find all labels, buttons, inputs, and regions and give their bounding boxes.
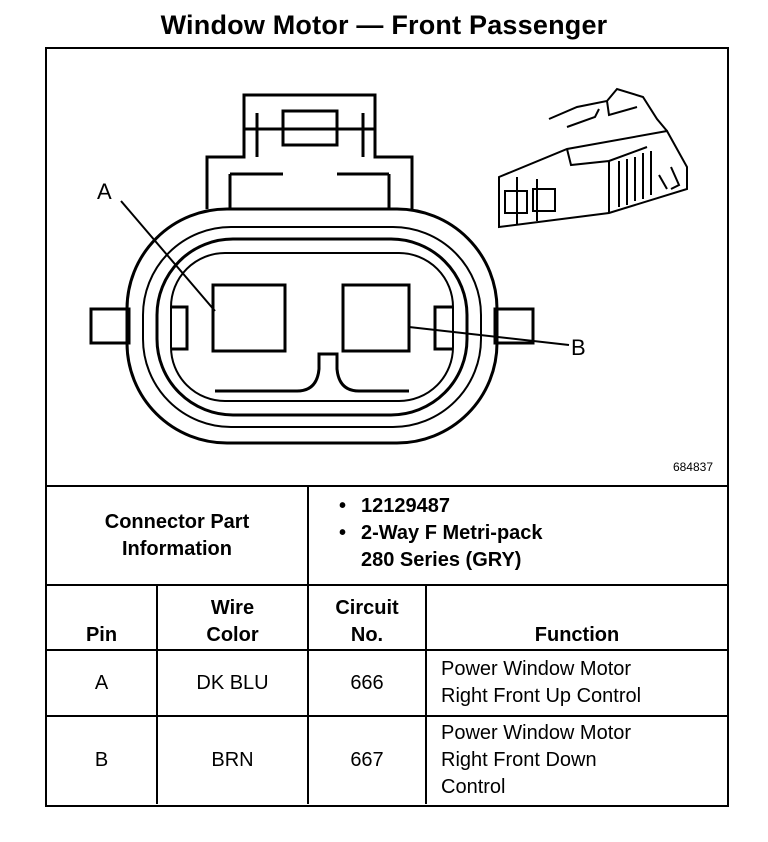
reference-number: 684837 bbox=[672, 460, 713, 474]
latch-lines bbox=[230, 113, 389, 176]
terminal-cavity-a bbox=[211, 283, 287, 353]
function-cell: Power Window Motor Right Front Down Cont… bbox=[425, 715, 727, 804]
header-wire-color: Wire Color bbox=[156, 584, 309, 651]
diagram-title: Window Motor — Front Passenger bbox=[160, 10, 608, 40]
table-header-row: Pin Wire Color Circuit No. Function bbox=[47, 584, 727, 651]
table-row: B BRN 667 Power Window Motor Right Front… bbox=[47, 715, 727, 804]
pin-cell: B bbox=[47, 715, 158, 804]
connector-part-info-row: Connector Part Information 12129487 2-Wa… bbox=[47, 485, 727, 586]
header-function: Function bbox=[425, 584, 727, 651]
connector-description-line1: 2-Way F Metri-pack bbox=[339, 520, 727, 547]
connector-cavity-wall bbox=[170, 252, 454, 402]
header-pin: Pin bbox=[47, 584, 158, 651]
terminal-cavity-b bbox=[341, 283, 411, 353]
circuit-cell: 667 bbox=[307, 715, 427, 804]
connector-part-info-values: 12129487 2-Way F Metri-pack 280 Series (… bbox=[307, 485, 727, 586]
connector-frame: A B 684837 Connector Part Information 12… bbox=[45, 47, 729, 807]
connector-part-info-label-line1: Connector Part bbox=[104, 510, 250, 533]
connector-inner-ring bbox=[155, 237, 469, 417]
table-row: A DK BLU 666 Power Window Motor Right Fr… bbox=[47, 649, 727, 717]
callout-a-leader bbox=[120, 200, 216, 312]
function-line: Control bbox=[441, 776, 506, 798]
connector-outer-shell bbox=[125, 207, 499, 445]
latch-housing bbox=[205, 93, 414, 209]
cavity-lock-right bbox=[433, 305, 453, 351]
left-ear bbox=[89, 307, 131, 345]
function-cell: Power Window Motor Right Front Up Contro… bbox=[425, 649, 727, 717]
cavity-lock-left bbox=[171, 305, 189, 351]
header-circuit-line2: No. bbox=[350, 624, 384, 646]
function-line: Right Front Down bbox=[441, 749, 597, 771]
right-ear bbox=[493, 307, 535, 345]
connector-face-diagram: A B 684837 bbox=[47, 49, 727, 485]
latch-tab bbox=[281, 109, 339, 147]
wire-color-cell: DK BLU bbox=[156, 649, 309, 717]
connector-part-info-label: Connector Part Information bbox=[47, 485, 309, 586]
header-wire-color-line1: Wire bbox=[210, 597, 255, 619]
callout-b-label: B bbox=[571, 335, 586, 360]
circuit-cell: 666 bbox=[307, 649, 427, 717]
part-number: 12129487 bbox=[339, 493, 727, 520]
connector-shell-ring bbox=[142, 226, 482, 428]
callout-a-label: A bbox=[97, 179, 112, 204]
function-line: Power Window Motor bbox=[441, 658, 632, 680]
connector-pinout-table: Connector Part Information 12129487 2-Wa… bbox=[47, 485, 727, 804]
pin-cell: A bbox=[47, 649, 158, 717]
latch-inner bbox=[228, 127, 391, 209]
header-wire-color-line2: Color bbox=[206, 624, 259, 646]
function-line: Power Window Motor bbox=[441, 722, 632, 744]
callout-b-leader bbox=[408, 326, 570, 346]
header-circuit-no: Circuit No. bbox=[307, 584, 427, 651]
keying-notch bbox=[215, 352, 409, 393]
connector-description-line2: 280 Series (GRY) bbox=[361, 549, 522, 571]
wire-color-cell: BRN bbox=[156, 715, 309, 804]
connector-part-info-label-line2: Information bbox=[122, 537, 232, 560]
connector-face-svg bbox=[89, 87, 688, 445]
function-line: Right Front Up Control bbox=[441, 685, 642, 707]
header-circuit-line1: Circuit bbox=[335, 597, 399, 619]
connector-3d-view bbox=[498, 87, 688, 229]
